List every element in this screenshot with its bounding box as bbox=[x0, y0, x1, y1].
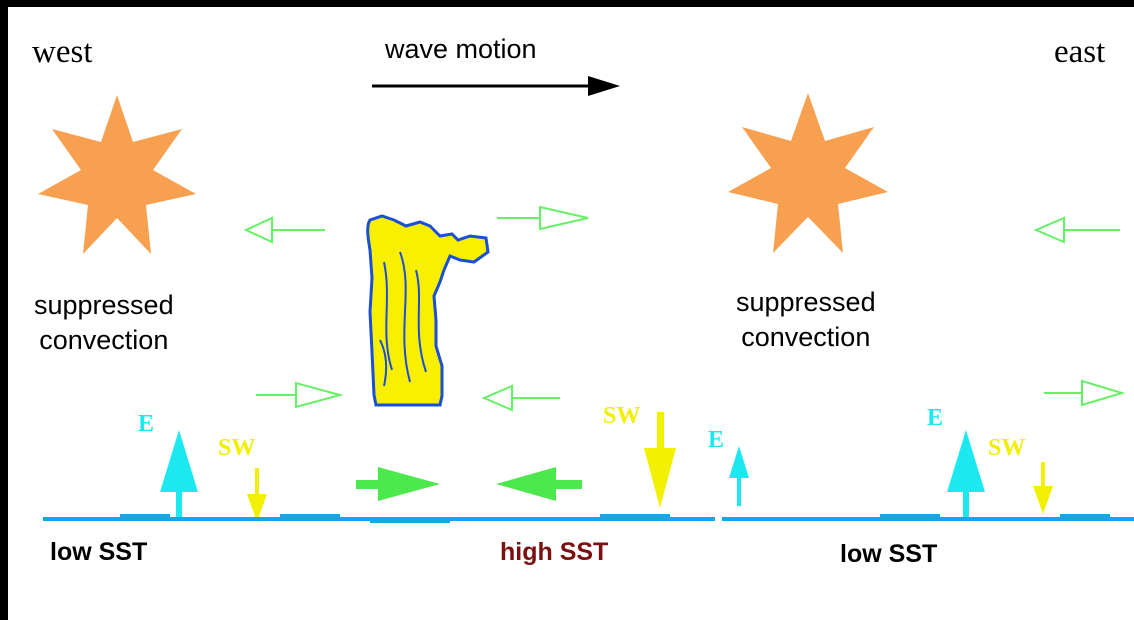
high-sst-label: high SST bbox=[500, 538, 609, 566]
shortwave-label-left: SW bbox=[218, 435, 256, 461]
lower-wind-arrow-center bbox=[481, 384, 560, 412]
cloud-icon bbox=[366, 214, 490, 407]
evaporation-label-center: E bbox=[708, 427, 725, 453]
upper-wind-arrow-right bbox=[497, 205, 589, 231]
evaporation-arrow-right bbox=[947, 430, 985, 518]
suppressed-convection-left-label: suppressed convection bbox=[34, 288, 174, 358]
evaporation-arrow-center bbox=[729, 446, 749, 506]
lower-wind-arrow-left bbox=[256, 381, 344, 409]
low-sst-label-left: low SST bbox=[50, 538, 148, 566]
east-label: east bbox=[1054, 34, 1106, 70]
evaporation-arrow-left bbox=[160, 430, 198, 518]
upper-wind-arrow-far-right bbox=[1033, 216, 1120, 244]
evaporation-label-left: E bbox=[138, 411, 155, 437]
wave-motion-arrow bbox=[372, 76, 620, 96]
suppressed-right-line2: convection bbox=[741, 322, 871, 353]
suppressed-left-line2: convection bbox=[39, 325, 169, 356]
suppressed-left-line1: suppressed bbox=[34, 290, 174, 320]
suppressed-convection-right-label: suppressed convection bbox=[736, 285, 876, 355]
shortwave-label-right: SW bbox=[988, 435, 1026, 461]
surface-wind-arrows bbox=[356, 467, 582, 501]
suppressed-right-line1: suppressed bbox=[736, 287, 876, 317]
shortwave-arrow-center bbox=[644, 412, 676, 508]
shortwave-arrow-left bbox=[247, 468, 267, 522]
wave-motion-label: wave motion bbox=[385, 34, 537, 64]
west-label: west bbox=[32, 34, 93, 70]
evaporation-label-right: E bbox=[927, 405, 944, 431]
lower-wind-arrow-right bbox=[1044, 379, 1126, 407]
sun-icon-left bbox=[38, 95, 196, 254]
shortwave-arrow-right bbox=[1033, 462, 1053, 514]
ocean-surface bbox=[43, 514, 1134, 523]
sun-icon-right bbox=[728, 93, 888, 253]
upper-wind-arrow-left bbox=[243, 216, 325, 244]
low-sst-label-right: low SST bbox=[840, 540, 938, 568]
shortwave-label-center: SW bbox=[603, 403, 641, 429]
